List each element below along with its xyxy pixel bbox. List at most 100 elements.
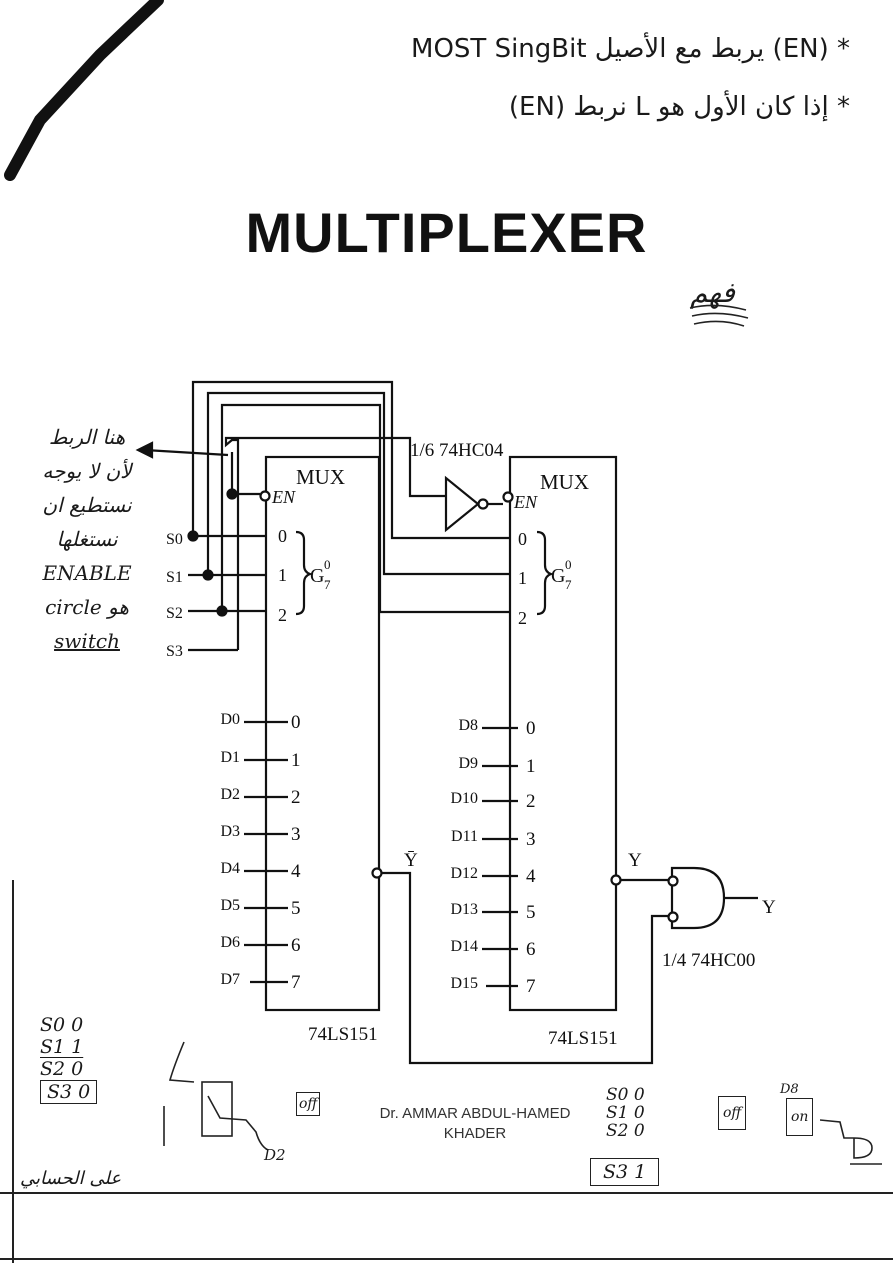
table-row: S2 0 (40, 1058, 84, 1080)
final-output-label: Y (762, 897, 776, 918)
g-sub-right: 7 (565, 577, 572, 592)
pen-stroke-mark (4, 0, 164, 181)
table-row: S1 1 (40, 1036, 84, 1058)
author-surname: KHADER (443, 1125, 507, 1142)
inverter-label: 1/6 74HC04 (410, 440, 504, 461)
g-brace-left (295, 530, 314, 616)
author-credit: Dr. AMMAR ABDUL-HAMED KHADER (360, 1104, 590, 1144)
right-output-label: Y (628, 850, 642, 871)
g-brace-right (536, 530, 555, 616)
s2-bus (220, 403, 510, 614)
margin-note-line: circle هو (45, 595, 129, 619)
left-output-wire (382, 871, 670, 1065)
bottom-right-table: S0 0 S1 0 S2 0 (606, 1086, 645, 1140)
chip-label-left: 74LS151 (308, 1024, 378, 1045)
nand-input-bubble (667, 911, 679, 923)
handwritten-note-2: * إذا كان الأول هو L نربط (EN) (508, 92, 850, 122)
margin-note-line: switch (54, 629, 120, 653)
nand-label: 1/4 74HC00 (662, 950, 755, 971)
on-box: on (786, 1098, 814, 1136)
margin-note-line: نستطيع ان نستغلها (42, 493, 132, 551)
left-data-pin-label: 7 (291, 972, 301, 993)
margin-note-line: ENABLE (42, 561, 132, 585)
junction-dot (226, 488, 238, 500)
left-data-pin-label: 0 (291, 712, 301, 733)
left-data-pin-label: 6 (291, 935, 301, 956)
right-data-pin-label: 3 (526, 829, 536, 850)
right-data-pin-label: 2 (526, 791, 536, 812)
inverter-bubble (477, 498, 489, 510)
margin-note-line: لأن لا يوجه (42, 459, 132, 483)
junction-dot (202, 569, 214, 581)
table-row: S0 0 (40, 1014, 84, 1036)
left-data-input-label: D2 (220, 786, 240, 803)
nand-input-bubble (667, 875, 679, 887)
s3-bus (224, 436, 446, 650)
left-data-input-label: D0 (220, 711, 240, 728)
select-input-label: S1 (166, 569, 183, 586)
right-data-pin-label: 5 (526, 902, 536, 923)
left-data-pin-label: 3 (291, 824, 301, 845)
margin-note: هنا الربط لأن لا يوجه نستطيع ان نستغلها … (12, 420, 162, 658)
g-sub-left: 7 (324, 577, 331, 592)
s0-bus (191, 380, 510, 540)
off-box-right: off (718, 1096, 747, 1130)
g-label-right: G (551, 565, 565, 587)
page-title: MULTIPLEXER (245, 201, 648, 264)
multiplexer-circuit: MUX MUX EN EN G 0 7 G 0 7 1/6 74HC04 1/4… (135, 380, 776, 1065)
en-label-left: EN (271, 487, 296, 507)
left-data-input-label: D5 (220, 897, 240, 914)
mux-label-right: MUX (540, 470, 589, 494)
right-select-pin-label: 1 (518, 568, 527, 588)
bottom-left-sketch (163, 1041, 269, 1151)
right-data-input-label: D14 (450, 938, 478, 955)
g-label-left: G (310, 565, 324, 587)
page-divider (0, 1192, 893, 1194)
bottom-d8-label: D8 (780, 1082, 799, 1097)
select-input-label: S0 (166, 531, 183, 548)
table-row: S2 0 (606, 1121, 645, 1141)
inverter-gate (444, 475, 480, 533)
table-row: S1 0 (606, 1103, 645, 1123)
right-data-input-label: D11 (451, 828, 478, 845)
left-data-pin-label: 5 (291, 898, 301, 919)
page-left-edge (12, 880, 14, 1263)
handwritten-note-1: * (EN) يربط مع الأصيل MOST SingBit (411, 34, 850, 64)
left-data-input-label: D7 (220, 971, 240, 988)
bottom-left-note: على الحسابي (20, 1168, 122, 1189)
left-data-input-label: D4 (220, 860, 240, 877)
off-box-left: off (296, 1092, 321, 1116)
right-data-input-label: D12 (450, 865, 478, 882)
right-data-input-label: D13 (450, 901, 478, 918)
left-data-lines (244, 720, 288, 984)
left-output-label: Ȳ (404, 850, 418, 871)
arrow-head (135, 441, 154, 459)
s1-bus (206, 391, 510, 576)
junction-dot (216, 605, 228, 617)
left-data-input-label: D6 (220, 934, 240, 951)
en-bubble-right (502, 491, 514, 503)
right-data-input-label: D10 (450, 790, 478, 807)
left-mux-chip (264, 455, 381, 1012)
bottom-left-table: S0 0 S1 1 S2 0 S3 0 (40, 1014, 98, 1104)
select-input-label: S3 (166, 643, 183, 660)
chip-label-right: 74LS151 (548, 1028, 618, 1049)
table-row: S0 0 (606, 1085, 645, 1105)
right-output-bubble (610, 874, 622, 886)
left-data-input-label: D1 (220, 749, 240, 766)
bottom-right-gate-sketch (820, 1119, 882, 1165)
signature-scribble (689, 304, 749, 327)
g-sup-right: 0 (565, 557, 572, 572)
right-data-input-label: D8 (458, 717, 478, 734)
table-row: S3 0 (40, 1080, 98, 1104)
left-select-pin-label: 1 (278, 565, 287, 585)
left-select-pin-label: 0 (278, 526, 287, 546)
author-name: Dr. AMMAR ABDUL-HAMED (379, 1105, 571, 1122)
page-bottom-edge (0, 1258, 893, 1260)
en-label-right: EN (513, 492, 538, 512)
right-data-pin-label: 7 (526, 976, 536, 997)
left-data-pin-label: 2 (291, 787, 301, 808)
left-data-pin-label: 1 (291, 750, 301, 771)
g-sup-left: 0 (324, 557, 331, 572)
right-data-input-label: D15 (450, 975, 478, 992)
